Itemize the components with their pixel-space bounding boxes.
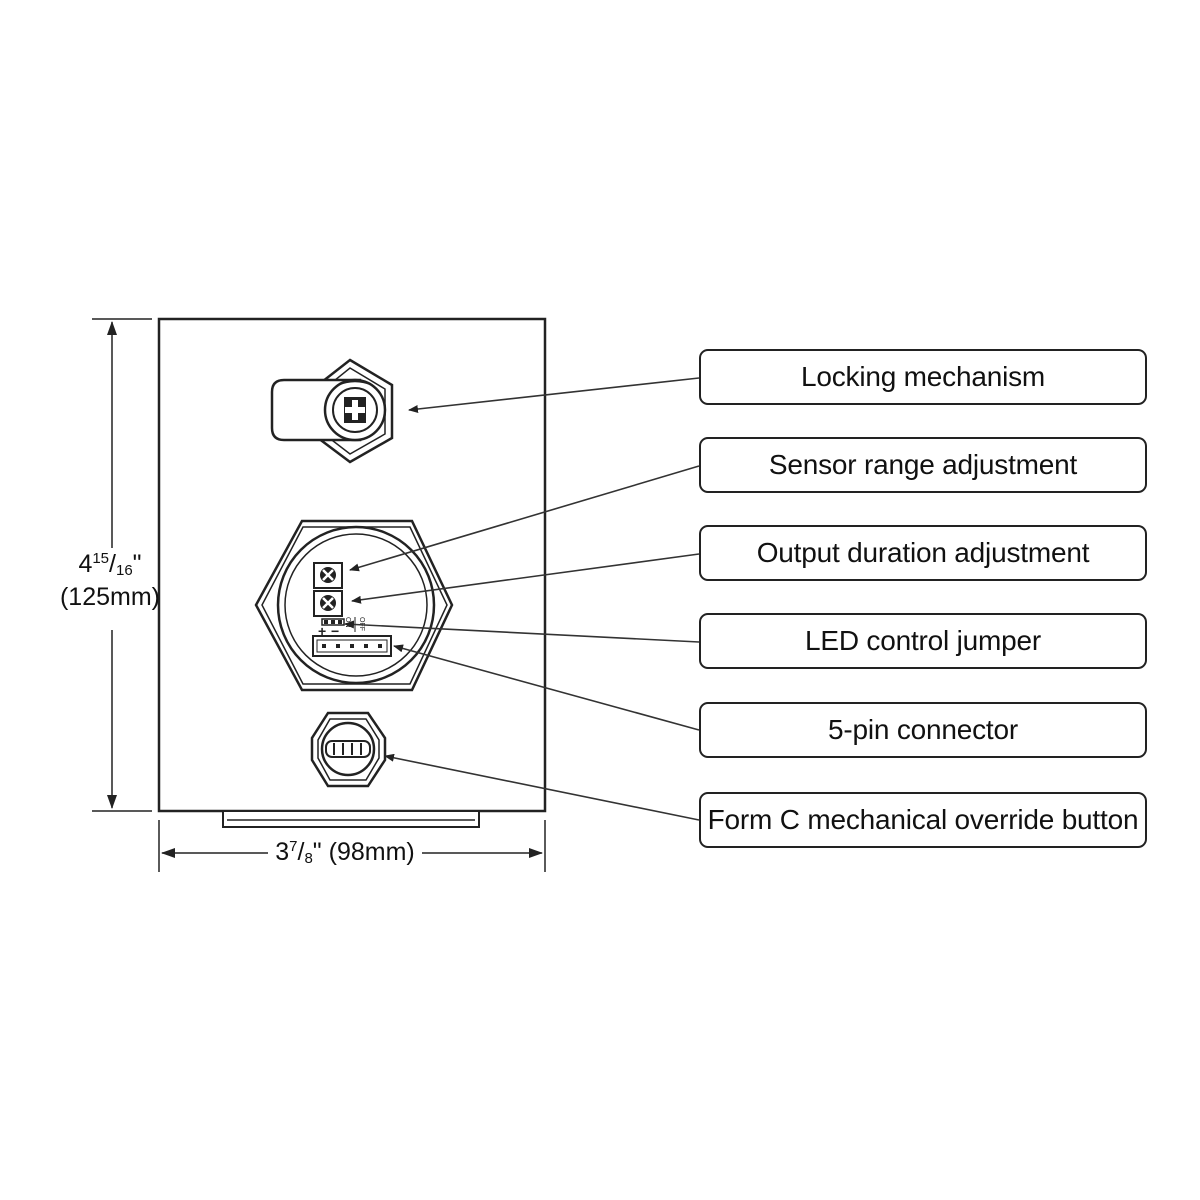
leader-duration [351, 553, 700, 604]
callout-five-pin-connector: 5-pin connector [699, 702, 1147, 758]
plus-marking: + [318, 623, 326, 639]
locking-mechanism[interactable] [270, 358, 394, 464]
callout-label: LED control jumper [804, 625, 1042, 656]
callout-label: Form C mechanical override button [707, 804, 1139, 835]
leader-lines [344, 377, 700, 821]
jumper-off-label: OFF [358, 617, 365, 631]
width-inch-denominator: 8 [304, 850, 313, 867]
callout-label: 5-pin connector [827, 714, 1018, 745]
leader-override [384, 753, 700, 821]
width-metric: (98mm) [328, 838, 415, 866]
height-inch-mark: " [132, 550, 142, 578]
callout-sensor-range-adjustment: Sensor range adjustment [699, 437, 1147, 493]
adjust-screw-icon [322, 597, 334, 609]
callout-label: Output duration adjustment [756, 537, 1090, 568]
width-dimension [158, 820, 546, 872]
override-button[interactable] [310, 711, 387, 788]
sensor-range-potentiometer[interactable] [313, 562, 343, 589]
leader-connector [393, 644, 700, 731]
width-inch-whole: 3 [275, 838, 290, 866]
minus-marking: − [331, 623, 339, 639]
height-inch-whole: 4 [78, 550, 93, 578]
jumper-on-label: ON [344, 617, 351, 628]
leader-sensor [349, 465, 700, 572]
width-inch-mark: " [312, 838, 322, 866]
callout-override-button: Form C mechanical override button [699, 792, 1147, 848]
callout-led-control-jumper: LED control jumper [699, 613, 1147, 669]
lock-cross-icon [345, 400, 365, 420]
five-pin-connector[interactable] [312, 635, 392, 657]
leader-locking [408, 377, 700, 413]
height-dimension-label: 415/16" (125mm) [40, 550, 180, 612]
callout-label: Locking mechanism [800, 361, 1046, 392]
adjust-screw-icon [322, 569, 334, 581]
bottom-flange [222, 810, 480, 828]
width-inch-numerator: 7 [289, 838, 298, 855]
height-metric: (125mm) [59, 583, 160, 611]
output-duration-potentiometer[interactable] [313, 590, 343, 617]
height-dimension [92, 318, 152, 812]
leader-led [344, 620, 700, 643]
height-inch-numerator: 15 [92, 550, 110, 567]
callout-locking-mechanism: Locking mechanism [699, 349, 1147, 405]
width-dimension-label: 37/8" (98mm) [275, 838, 415, 867]
callout-label: Sensor range adjustment [768, 449, 1078, 480]
callout-output-duration-adjustment: Output duration adjustment [699, 525, 1147, 581]
height-inch-denominator: 16 [115, 562, 133, 579]
